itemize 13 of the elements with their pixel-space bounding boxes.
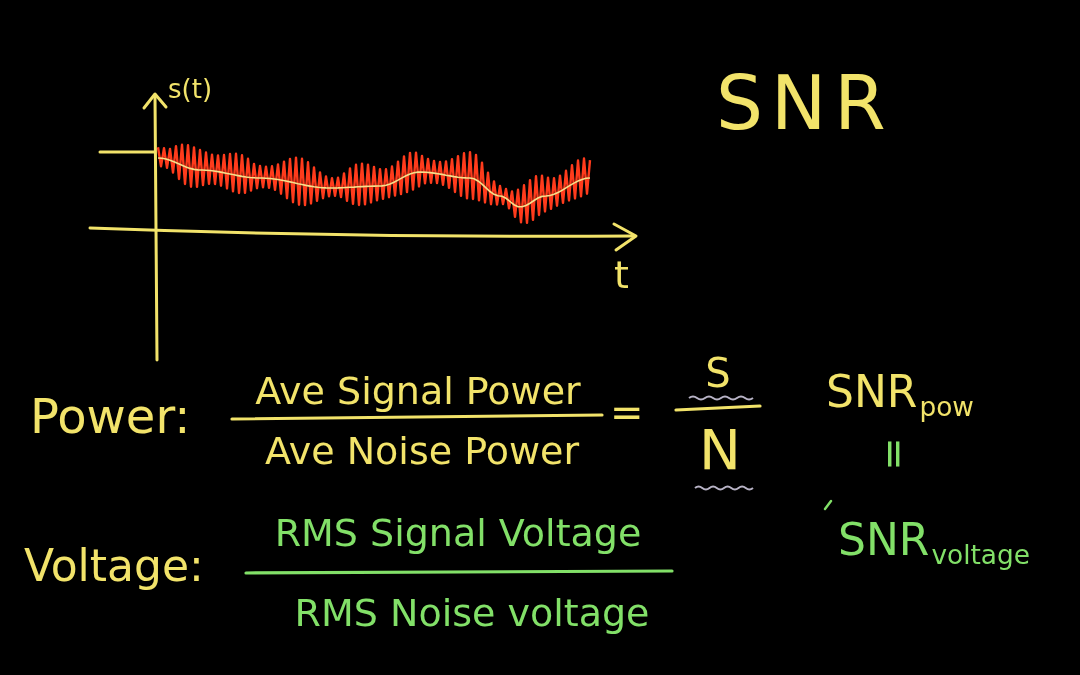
row-label: Voltage: <box>24 544 204 588</box>
denominator: RMS Noise voltage <box>294 594 650 632</box>
denominator: N <box>699 422 741 478</box>
row-label: Power: <box>30 392 191 440</box>
numerator: RMS Signal Voltage <box>274 514 642 552</box>
heading: SNR <box>716 66 894 140</box>
equals-sign: = <box>875 437 915 471</box>
snr-symbol: SNR$_{pow}$ <box>826 370 974 421</box>
numerator: Ave Signal Power <box>255 372 581 410</box>
denominator: Ave Noise Power <box>264 432 580 470</box>
numerator: S <box>705 353 731 393</box>
snr-symbol: SNR$_{voltage}$ <box>838 518 1031 569</box>
equals-sign: = <box>610 392 644 432</box>
